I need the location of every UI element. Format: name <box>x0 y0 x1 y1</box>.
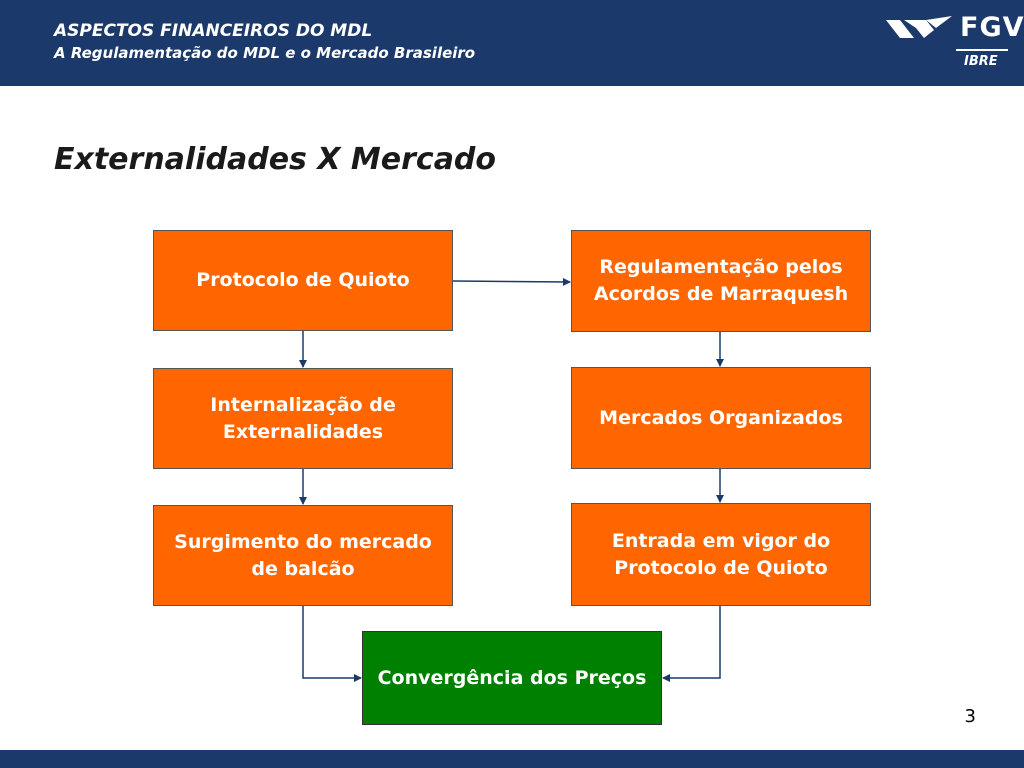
logo-text: FGV <box>960 12 1024 43</box>
arrow-left-to-result <box>302 606 362 682</box>
box-surgimento-balcao: Surgimento do mercado de balcão <box>153 505 453 606</box>
header-title: ASPECTOS FINANCEIROS DO MDL <box>54 21 373 41</box>
header-subtitle: A Regulamentação do MDL e o Mercado Bras… <box>54 44 476 62</box>
footer-bar <box>0 750 1024 768</box>
fgv-logo-icon <box>886 16 952 38</box>
arrow-top-horizontal <box>452 277 571 286</box>
box-regulamentacao: Regulamentação pelos Acordos de Marraque… <box>571 230 871 332</box>
box-protocolo-quioto: Protocolo de Quioto <box>153 230 453 331</box>
slide-title: Externalidades X Mercado <box>54 142 497 177</box>
box-internalizacao: Internalização de Externalidades <box>153 368 453 469</box>
header-bar: ASPECTOS FINANCEIROS DO MDL A Regulament… <box>0 0 1024 86</box>
box-mercados-organizados: Mercados Organizados <box>571 367 871 469</box>
box-entrada-vigor: Entrada em vigor do Protocolo de Quioto <box>571 503 871 606</box>
arrow-right-to-result <box>662 606 721 682</box>
box-convergencia-precos: Convergência dos Preços <box>362 631 662 725</box>
logo-subtext: IBRE <box>964 54 998 69</box>
page-number: 3 <box>964 706 976 727</box>
logo-divider <box>956 49 1008 51</box>
